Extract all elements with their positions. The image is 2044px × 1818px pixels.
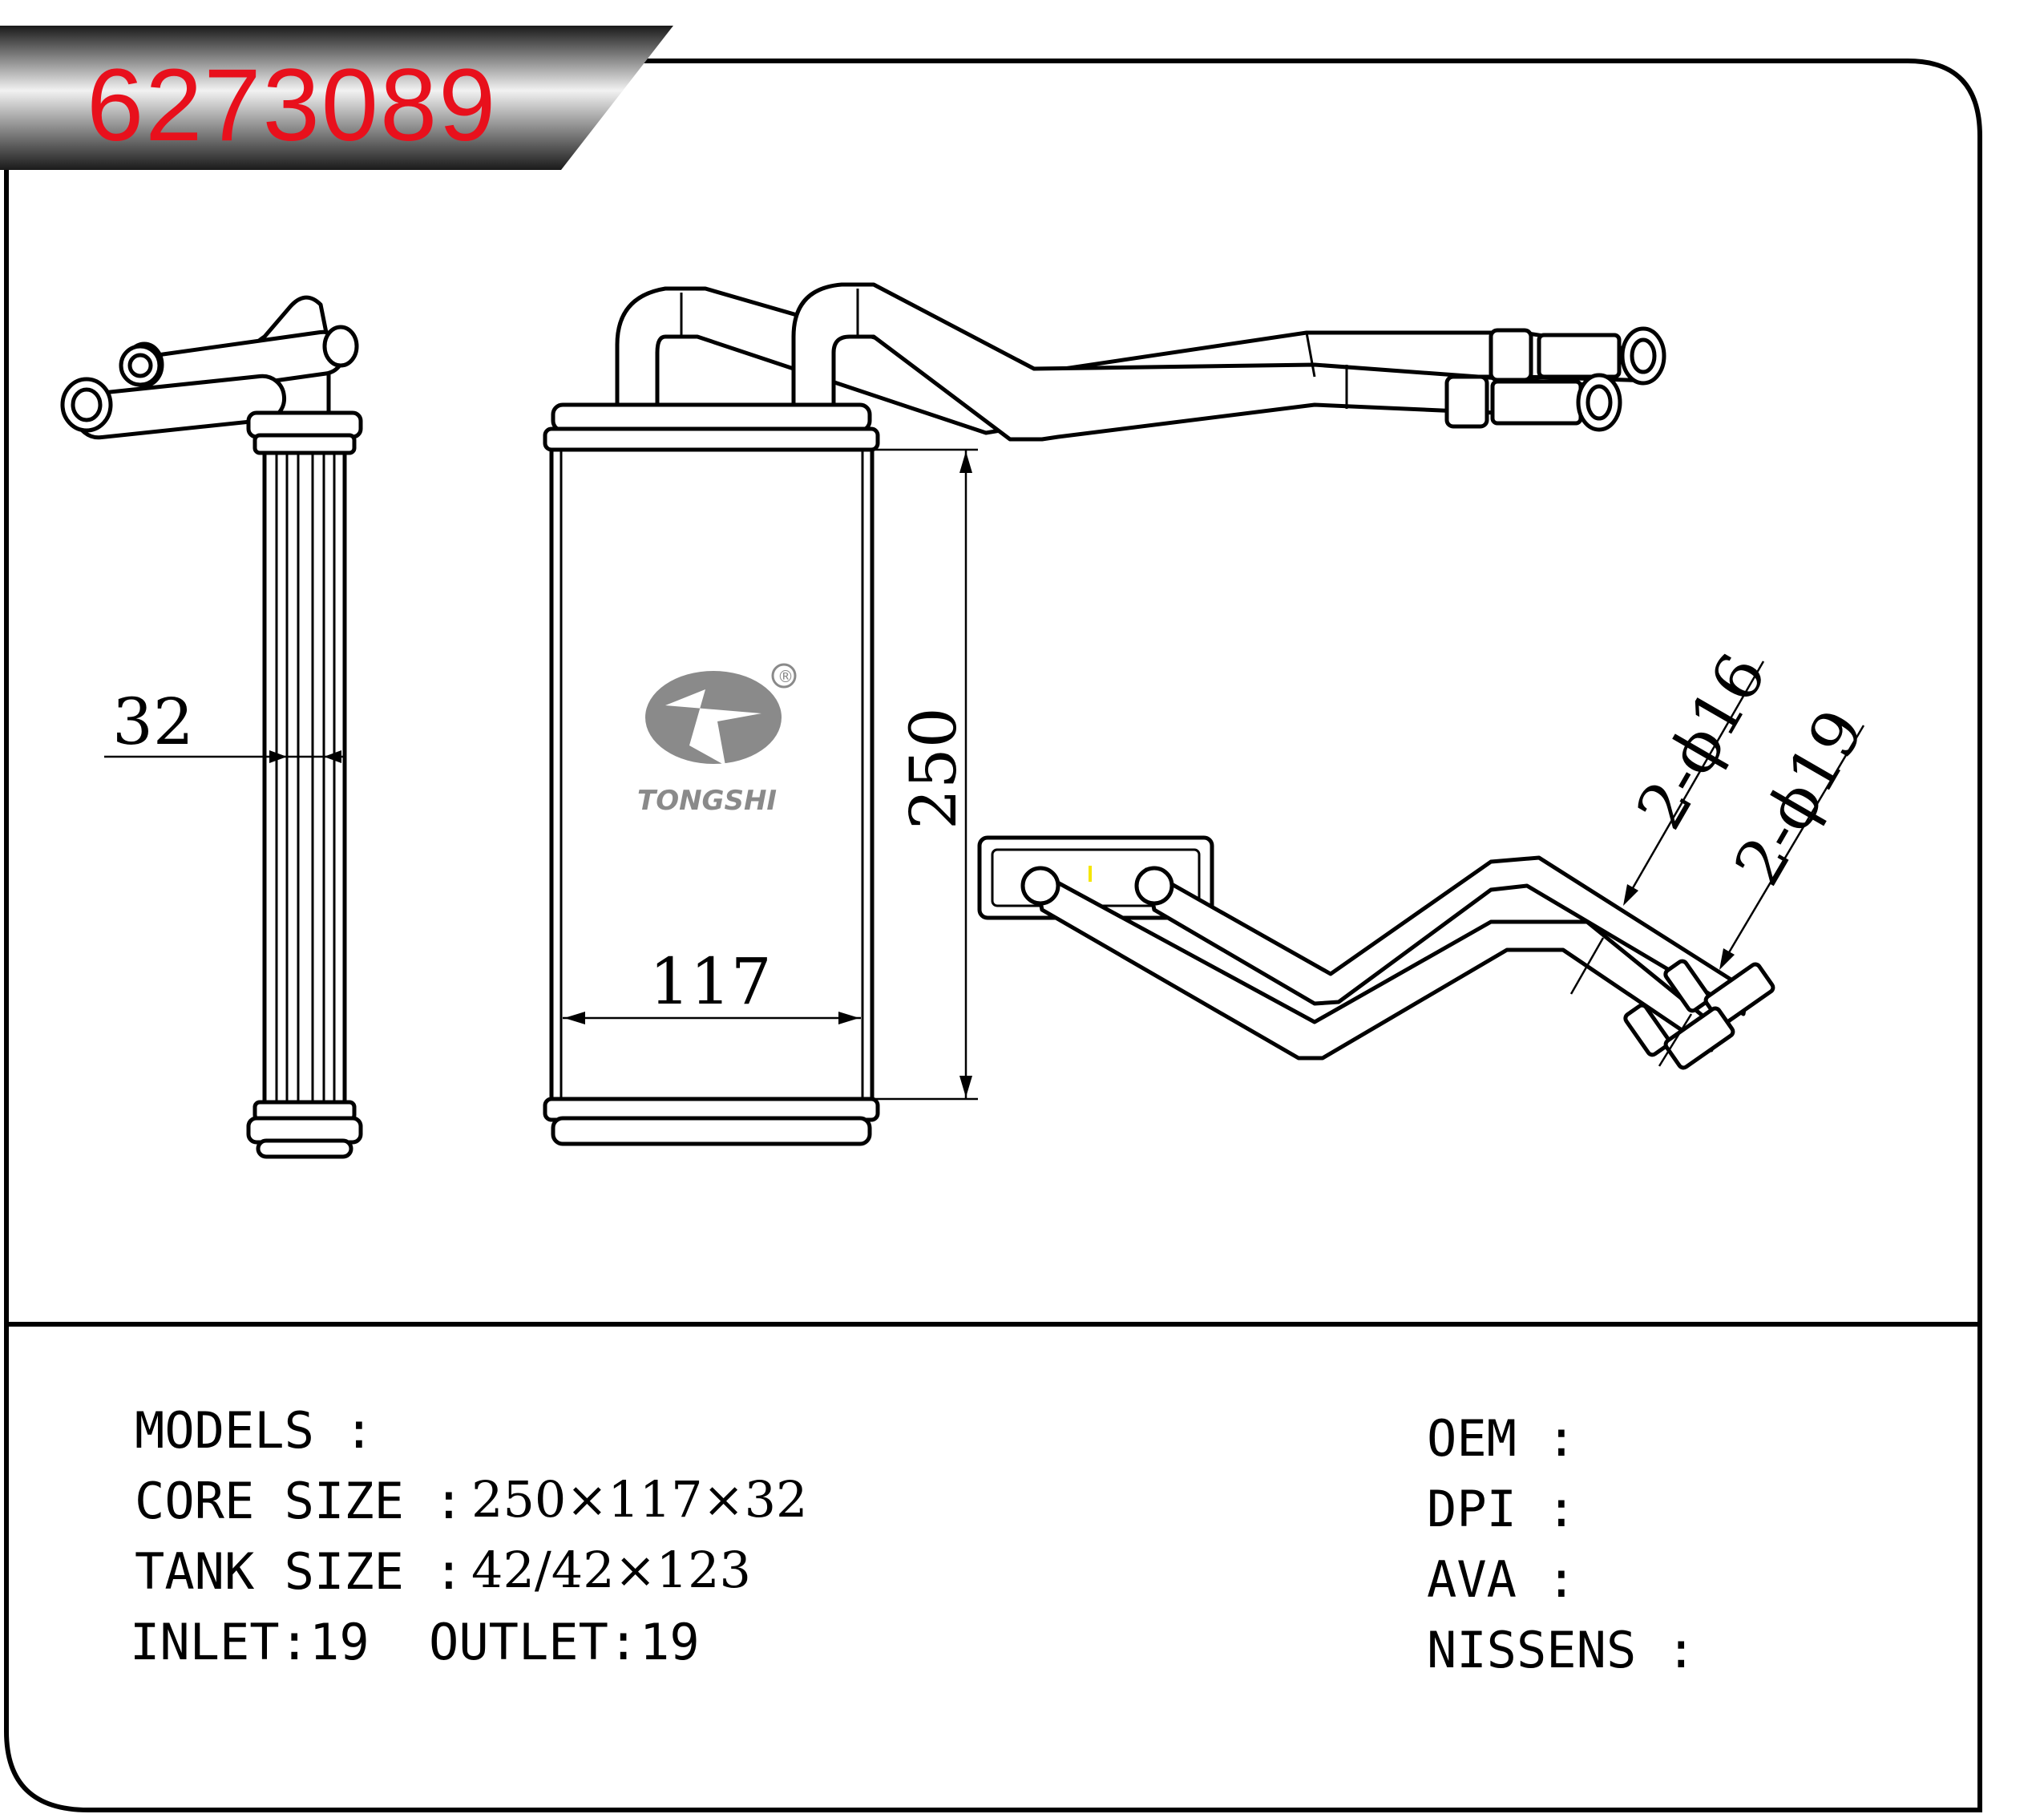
top-view xyxy=(977,835,1775,1070)
side-view xyxy=(60,295,363,1159)
tongshi-logo: ® TONGSHI xyxy=(637,663,797,817)
outlet-value: 19 xyxy=(640,1613,700,1671)
core-size-label: CORE SIZE : xyxy=(135,1472,464,1530)
inlet-label: INLET: xyxy=(130,1613,309,1671)
thickness-dimension: 32 xyxy=(104,685,345,763)
inlet-value: 19 xyxy=(309,1613,370,1671)
ava-label: AVA : xyxy=(1427,1550,1577,1609)
outlet-label: OUTLET: xyxy=(429,1613,639,1671)
front-view xyxy=(543,282,1666,1146)
dim-height: 250 xyxy=(896,707,971,830)
tank-size-value: 42/42×123 xyxy=(471,1541,751,1599)
oem-label: OEM : xyxy=(1427,1409,1577,1468)
registered-mark: ® xyxy=(778,667,794,686)
height-dimension: 250 xyxy=(874,448,978,1101)
dim-width: 117 xyxy=(649,944,772,1019)
dpi-label: DPI : xyxy=(1427,1480,1577,1538)
core-size-value: 250×117×32 xyxy=(471,1470,808,1529)
registered-mark-icon xyxy=(771,663,797,689)
nissens-label: NISSENS : xyxy=(1427,1621,1696,1679)
part-number: 6273089 xyxy=(87,48,498,163)
dim-thickness: 32 xyxy=(112,685,194,759)
tank-size-label: TANK SIZE : xyxy=(135,1542,464,1601)
width-dimension: 117 xyxy=(563,944,861,1024)
part-number-banner xyxy=(0,26,673,170)
models-label: MODELS : xyxy=(135,1401,374,1460)
drawing-frame xyxy=(4,59,1982,1812)
brand-name: TONGSHI xyxy=(637,785,777,817)
